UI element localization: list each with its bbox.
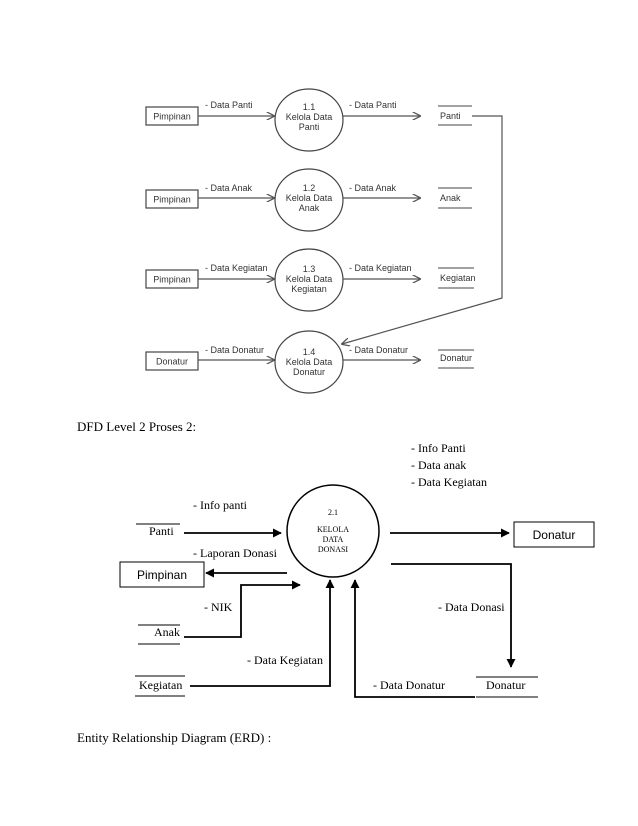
process-line1: Kelola Data: [286, 193, 333, 203]
process-line2: Panti: [299, 122, 320, 132]
flow-in-label: - Data Kegiatan: [205, 263, 268, 273]
process-line2: DATA: [323, 535, 344, 544]
store-label: Anak: [440, 193, 461, 203]
panti-to-donatur-process-arrow: [342, 115, 503, 344]
entity-label: Pimpinan: [153, 275, 191, 285]
info-list-item: - Data anak: [411, 458, 466, 472]
dfd1-row-3: Pimpinan - Data Kegiatan 1.3 Kelola Data…: [145, 248, 476, 312]
process-line2: Anak: [299, 203, 320, 213]
store-anak: Anak: [154, 625, 180, 639]
flow-out-label: - Data Anak: [349, 183, 397, 193]
store-panti: Panti: [149, 524, 174, 538]
flow-in-label: - Data Panti: [205, 100, 253, 110]
store-label: Donatur: [440, 353, 472, 363]
label-data-donatur: - Data Donatur: [373, 678, 445, 692]
dfd1-row-4: Donatur - Data Donatur 1.4 Kelola Data D…: [145, 330, 474, 394]
label-info-panti: - Info panti: [193, 498, 248, 512]
flow-anak-to-process: [184, 580, 301, 638]
entity-pimpinan-box: [119, 561, 205, 588]
process-line1: Kelola Data: [286, 274, 333, 284]
process-id: 2.1: [328, 508, 338, 517]
process-circle-2-1: [286, 484, 380, 578]
entity-donatur: Donatur: [533, 528, 576, 542]
heading-erd: Entity Relationship Diagram (ERD) :: [77, 730, 271, 745]
dfd1-row-2: Pimpinan - Data Anak 1.2 Kelola Data Ana…: [145, 168, 472, 232]
dfd1-row-1: Pimpinan - Data Panti 1.1 Kelola Data Pa…: [145, 88, 472, 152]
entity-pimpinan: Pimpinan: [137, 568, 187, 582]
dfd-level2-proses1: Pimpinan - Data Panti 1.1 Kelola Data Pa…: [145, 88, 503, 394]
store-label: Kegiatan: [440, 273, 476, 283]
entity-label: Pimpinan: [153, 112, 191, 122]
flow-out-label: - Data Panti: [349, 100, 397, 110]
info-list-item: - Data Kegiatan: [411, 475, 487, 489]
process-circle: [274, 330, 344, 394]
process-id: 1.3: [303, 264, 316, 274]
process-line1: KELOLA: [317, 525, 349, 534]
flow-donatur-store-to-process: [350, 579, 475, 698]
store-label: Panti: [440, 111, 461, 121]
process-line2: Donatur: [293, 367, 325, 377]
info-list-item: - Info Panti: [411, 441, 466, 455]
process-id: 1.2: [303, 183, 316, 193]
flow-in-label: - Data Anak: [205, 183, 253, 193]
entity-label: Donatur: [156, 357, 188, 367]
process-line1: Kelola Data: [286, 112, 333, 122]
flow-kegiatan-to-process: [190, 579, 335, 687]
entity-box: [145, 189, 199, 209]
label-laporan-donasi: - Laporan Donasi: [193, 546, 278, 560]
process-line2: Kegiatan: [291, 284, 327, 294]
process-id: 1.4: [303, 347, 316, 357]
label-data-kegiatan: - Data Kegiatan: [247, 653, 323, 667]
flow-out-label: - Data Kegiatan: [349, 263, 412, 273]
label-nik: - NIK: [204, 600, 233, 614]
label-data-donasi: - Data Donasi: [438, 600, 505, 614]
process-circle: [274, 88, 344, 152]
entity-donatur-box: [513, 521, 595, 548]
entity-label: Pimpinan: [153, 195, 191, 205]
heading-dfd-level2-proses2: DFD Level 2 Proses 2:: [77, 419, 196, 434]
process-circle: [274, 248, 344, 312]
process-circle: [274, 168, 344, 232]
process-line1: Kelola Data: [286, 357, 333, 367]
flow-in-label: - Data Donatur: [205, 345, 264, 355]
flow-out-label: - Data Donatur: [349, 345, 408, 355]
entity-box: [145, 351, 199, 371]
store-donatur: Donatur: [486, 678, 525, 692]
process-id: 1.1: [303, 102, 316, 112]
store-kegiatan: Kegiatan: [139, 678, 182, 692]
dfd-level2-proses2: - Info Panti - Data anak - Data Kegiatan…: [119, 441, 595, 698]
process-line3: DONASI: [318, 545, 349, 554]
flow-process-to-donatur-store: [391, 563, 516, 668]
